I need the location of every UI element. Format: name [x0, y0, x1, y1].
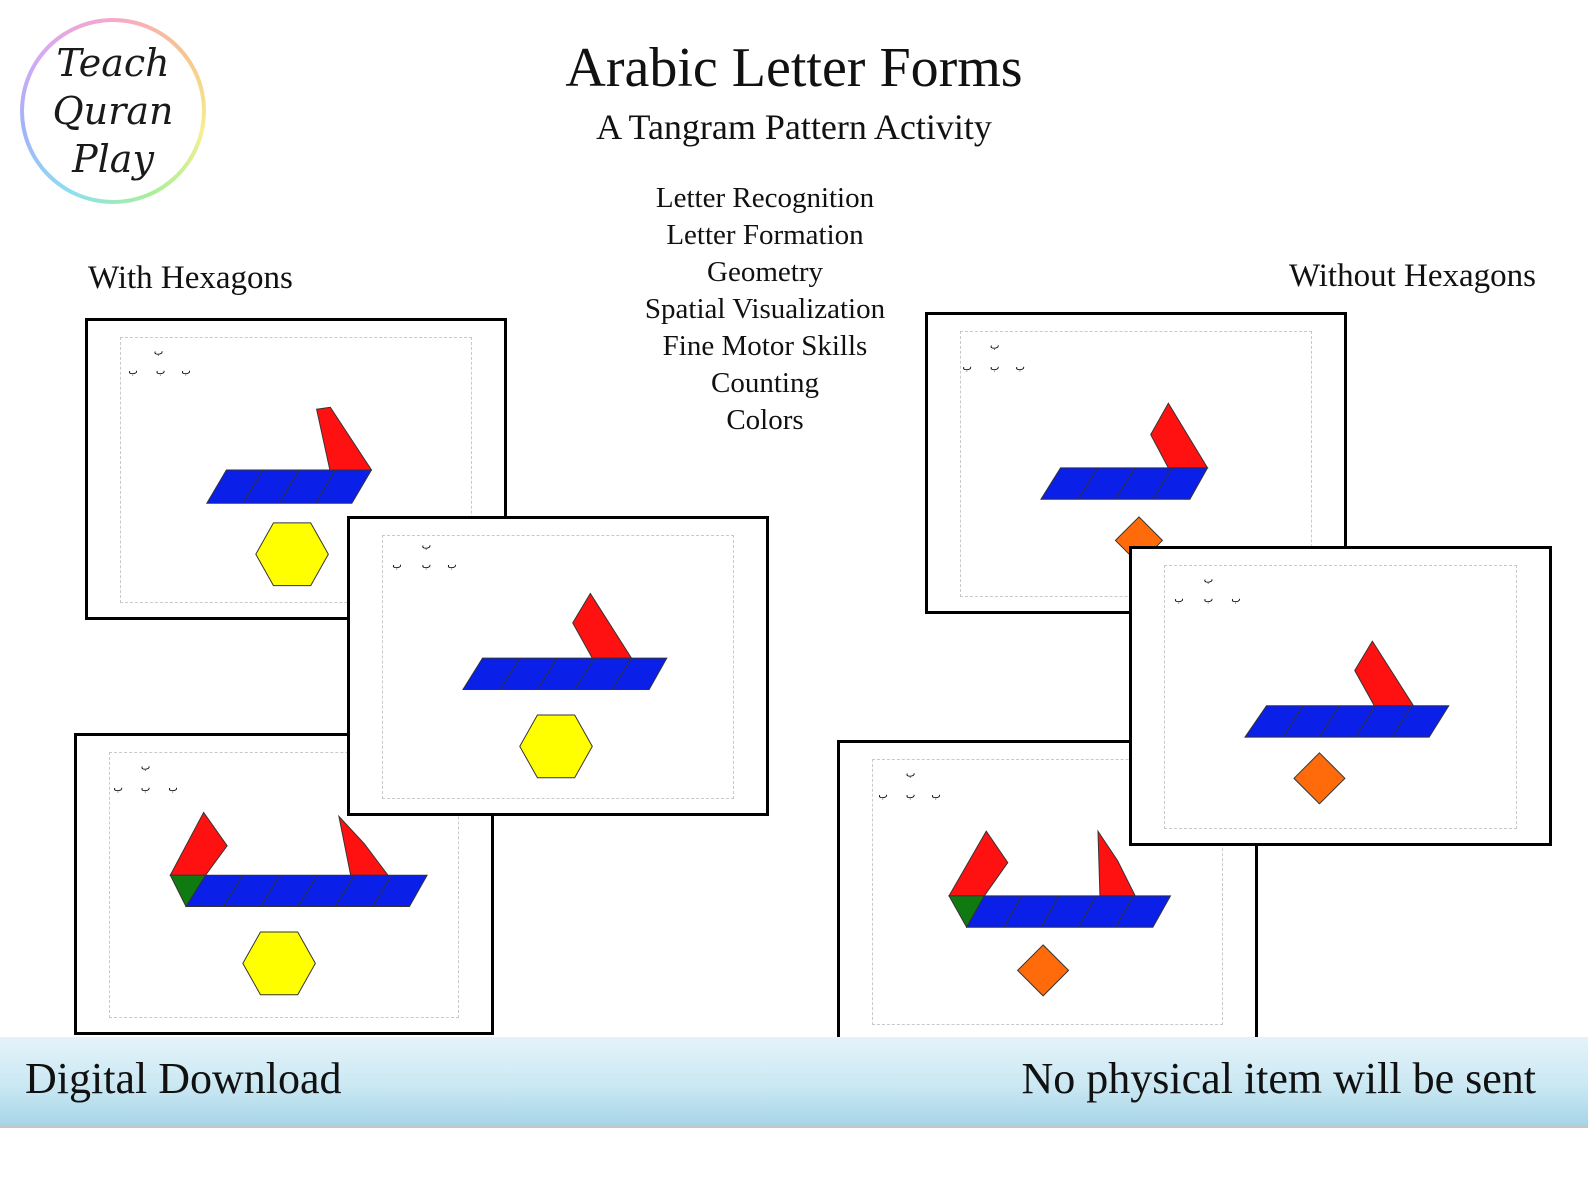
- orange-square-shape: [1293, 752, 1346, 805]
- with-hexagons-label: With Hexagons: [88, 260, 293, 296]
- red-triangle-shape: [948, 830, 1009, 897]
- page-border: [109, 752, 459, 1018]
- skill-item: Spatial Visualization: [644, 293, 886, 325]
- svg-text:ب: ب: [447, 560, 456, 571]
- without-hexagons-label: Without Hexagons: [1288, 258, 1536, 294]
- skill-item: Counting: [711, 367, 819, 399]
- blue-rhombus-row-shape: [462, 657, 668, 691]
- svg-text:ب: ب: [392, 560, 401, 571]
- svg-text:ب: ب: [1015, 362, 1024, 373]
- svg-text:ب: ب: [990, 340, 999, 351]
- svg-text:ب: ب: [154, 346, 163, 357]
- page-title: Arabic Letter Forms: [565, 37, 1023, 99]
- yellow-hexagon-shape: [255, 522, 329, 587]
- orange-square-shape: [1016, 944, 1070, 997]
- svg-text:ب: ب: [1204, 574, 1213, 585]
- digital-download-text: Digital Download: [25, 1054, 342, 1103]
- bottom-banner: Digital Download No physical item will b…: [0, 1037, 1588, 1128]
- svg-text:ب: ب: [1174, 594, 1183, 605]
- page-border: [382, 535, 734, 799]
- rhombus-dividers: [1282, 705, 1412, 738]
- skills-list: Letter Recognition Letter Formation Geom…: [580, 180, 950, 439]
- red-triangle-shape: [1150, 402, 1209, 469]
- skill-item: Geometry: [707, 256, 823, 288]
- svg-text:ب: ب: [906, 790, 915, 801]
- no-physical-item-text: No physical item will be sent: [1021, 1054, 1536, 1103]
- yellow-hexagon-shape: [519, 714, 593, 779]
- blue-rhombus-row-shape: [965, 895, 1172, 928]
- svg-text:ب: ب: [931, 790, 940, 801]
- rhombus-dividers: [1077, 467, 1173, 500]
- logo-line-2: Quran: [52, 89, 174, 133]
- page-border: [1164, 565, 1517, 829]
- svg-text:ب: ب: [878, 790, 887, 801]
- rhombus-dividers: [242, 469, 336, 504]
- svg-text:ب: ب: [1231, 594, 1240, 605]
- svg-text:ب: ب: [422, 540, 431, 551]
- blue-rhombus-row-shape: [1040, 467, 1209, 500]
- blue-rhombus-row-shape: [1244, 705, 1450, 738]
- logo-inner: Teach Quran Play: [24, 22, 202, 200]
- svg-text:ب: ب: [906, 768, 915, 779]
- blue-rhombus-row-shape: [185, 874, 428, 908]
- svg-text:ب: ب: [113, 783, 122, 794]
- yellow-hexagon-shape: [242, 931, 316, 996]
- red-triangle-shape: [315, 406, 373, 473]
- red-triangle-shape: [1354, 640, 1415, 707]
- svg-text:ب: ب: [422, 560, 431, 571]
- teach-quran-play-logo: Teach Quran Play: [20, 18, 206, 204]
- svg-text:ب: ب: [181, 366, 190, 377]
- logo-line-1: Teach: [56, 41, 170, 85]
- svg-text:ب: ب: [156, 366, 165, 377]
- svg-text:ب: ب: [963, 362, 972, 373]
- logo-line-3: Play: [72, 137, 154, 181]
- red-triangle-shape: [169, 811, 228, 876]
- page-border: [872, 759, 1223, 1025]
- svg-text:ب: ب: [128, 366, 137, 377]
- rhombus-dividers: [222, 874, 393, 907]
- svg-text:ب: ب: [990, 362, 999, 373]
- red-triangle-shape: [572, 592, 633, 659]
- red-triangle-shape: [338, 814, 389, 876]
- page-subtitle: A Tangram Pattern Activity: [596, 107, 992, 147]
- page-border: [120, 337, 472, 603]
- svg-text:ب: ب: [1204, 594, 1213, 605]
- skill-item: Fine Motor Skills: [662, 330, 868, 362]
- rhombus-dividers: [1003, 895, 1134, 928]
- svg-text:ب: ب: [141, 761, 150, 772]
- svg-text:ب: ب: [168, 783, 177, 794]
- skill-item: Letter Formation: [666, 219, 864, 251]
- svg-text:ب: ب: [141, 783, 150, 794]
- skill-item: Letter Recognition: [655, 182, 875, 214]
- rhombus-dividers: [499, 657, 632, 690]
- skill-item: Colors: [726, 404, 804, 436]
